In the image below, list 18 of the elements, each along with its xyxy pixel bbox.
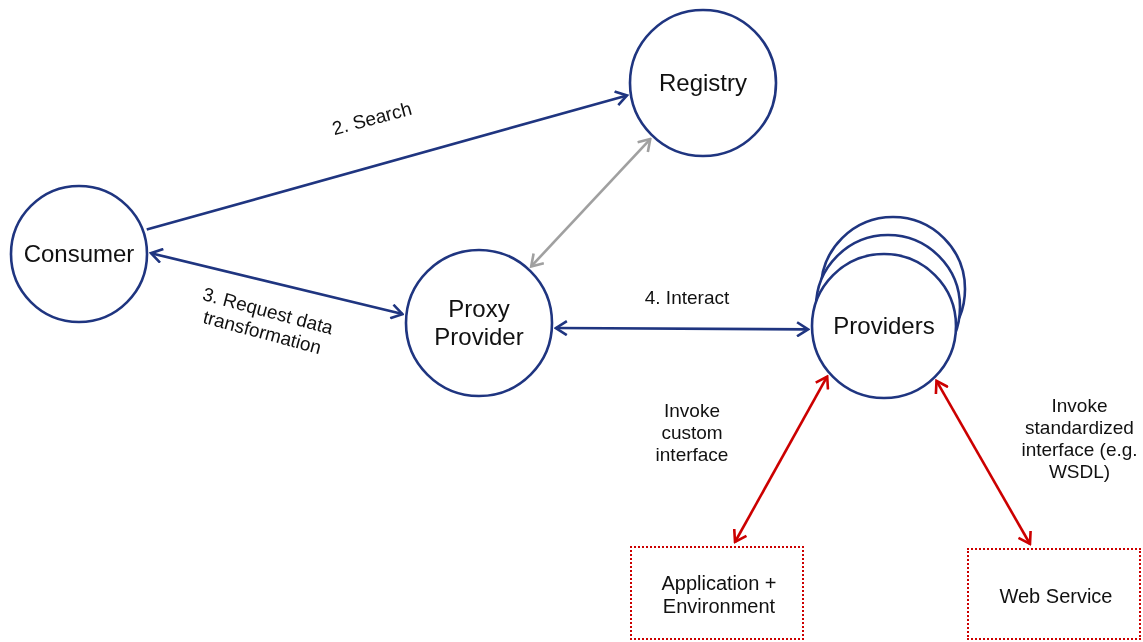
arrow	[146, 90, 629, 231]
arrow	[529, 137, 652, 268]
dotted-box	[967, 548, 1141, 640]
node-label: Consumer	[23, 240, 135, 268]
node-label: Application + Environment	[660, 572, 778, 618]
node-label: Proxy Provider	[433, 295, 525, 351]
arrow	[732, 375, 830, 544]
dotted-box	[630, 546, 804, 640]
node-label: Web Service	[999, 584, 1113, 608]
stacked-circles	[810, 215, 967, 400]
circle-node	[404, 248, 554, 398]
node-label: Providers	[833, 312, 935, 340]
arrow	[554, 319, 810, 338]
circle-node	[9, 184, 149, 324]
arrow	[934, 379, 1032, 546]
circle-node	[628, 8, 778, 158]
node-label: Registry	[659, 69, 747, 97]
arrow	[149, 247, 404, 320]
